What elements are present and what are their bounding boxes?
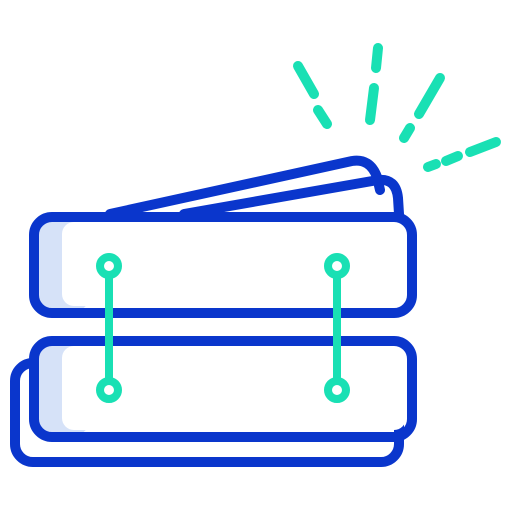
sparkle-ray-1b xyxy=(313,105,332,129)
left-ring-bottom-eyelet xyxy=(96,377,122,403)
right-ring-top-eyelet xyxy=(324,253,350,279)
upper-block xyxy=(29,212,417,318)
sparkle-ray-4a xyxy=(465,137,501,157)
left-ring xyxy=(96,253,122,403)
sparkle-ray-2b xyxy=(365,83,379,125)
sparkle-ray-4c xyxy=(423,159,441,172)
right-ring xyxy=(324,253,350,403)
back-sheet-mid xyxy=(179,174,404,219)
sparkle-burst xyxy=(293,43,501,172)
lower-block-outline xyxy=(29,336,417,442)
upper-block-outline xyxy=(29,212,417,318)
lower-block xyxy=(29,336,417,442)
sparkle-ray-3a xyxy=(414,73,445,119)
lower-block-face xyxy=(62,346,406,430)
sparkle-ray-1a xyxy=(293,61,319,99)
sparkle-ray-4b xyxy=(441,151,463,166)
binding-rings xyxy=(96,253,350,403)
sparkle-ray-2a xyxy=(371,43,383,73)
right-ring-bottom-eyelet xyxy=(324,377,350,403)
sparkle-ray-3b xyxy=(399,123,415,143)
upper-block-face xyxy=(62,222,406,306)
back-sheets xyxy=(105,155,404,219)
left-ring-top-eyelet xyxy=(96,253,122,279)
